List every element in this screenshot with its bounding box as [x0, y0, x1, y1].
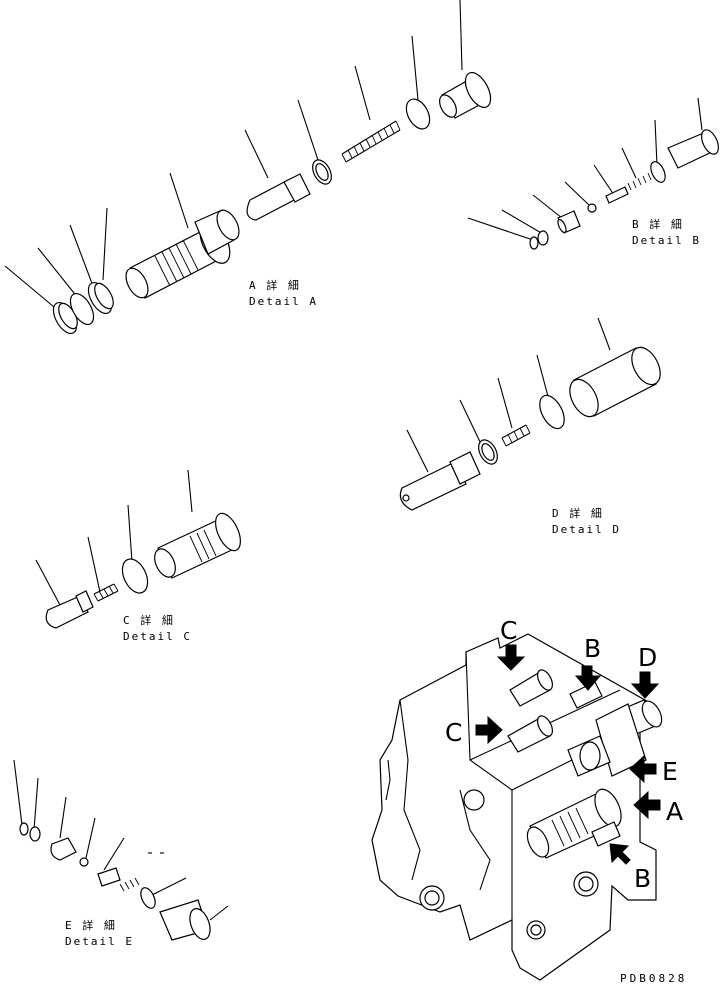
detail-e-label-jp: E 詳 細 [65, 919, 117, 932]
callout-e: E [662, 757, 678, 786]
detail-d-group [399, 317, 661, 511]
detail-a-label-en: Detail A [249, 295, 318, 308]
drawing-code: PDB0828 [620, 972, 688, 985]
detail-c-label-en: Detail C [123, 630, 192, 643]
detail-a-label-jp: A 詳 細 [249, 279, 301, 292]
callout-b-bottom: B [634, 864, 652, 893]
detail-e-group [13, 759, 229, 941]
detail-a-group [4, 0, 492, 334]
detail-c-group [35, 469, 241, 629]
detail-d-label-jp: D 詳 細 [552, 507, 604, 520]
callout-b-top: B [584, 634, 602, 663]
detail-d-label-en: Detail D [552, 523, 621, 536]
callout-arrows [475, 644, 661, 865]
detail-e-label-en: Detail E [65, 935, 134, 948]
detail-b-label-en: Detail B [632, 234, 701, 247]
callout-c-mid: C [445, 718, 463, 747]
detail-b-group [467, 97, 719, 250]
valve-assembly [371, 633, 663, 981]
detail-b-label-jp: B 詳 細 [632, 218, 684, 231]
callout-c-top: C [500, 616, 518, 645]
detail-c-label-jp: C 詳 細 [123, 614, 175, 627]
callout-a: A [666, 797, 684, 826]
callout-d: D [638, 643, 658, 672]
